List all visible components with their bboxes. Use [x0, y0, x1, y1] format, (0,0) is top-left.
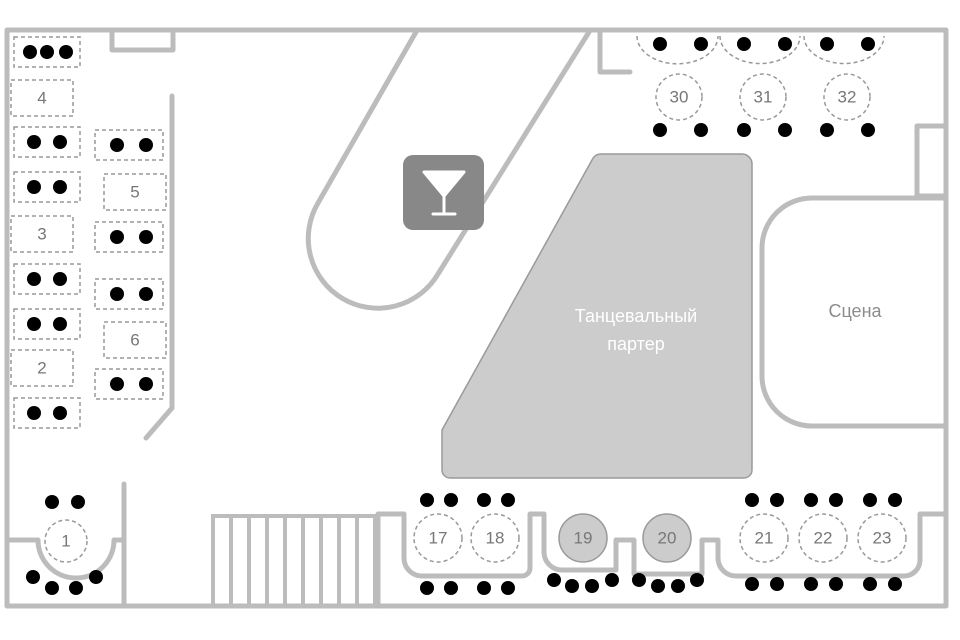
- table-number: 23: [873, 529, 892, 548]
- entrance-nook: [109, 27, 176, 53]
- stage-label: Сцена: [828, 301, 882, 321]
- stage-outline: [759, 195, 949, 429]
- table-seats-top-left[interactable]: [13, 36, 81, 68]
- table-number: 1: [61, 532, 70, 551]
- walls: [4, 27, 949, 609]
- table-number: 19: [574, 529, 593, 548]
- table-31[interactable]: 31: [719, 35, 801, 137]
- table-1[interactable]: 1: [26, 495, 103, 595]
- bar-counter-wall: [305, 29, 592, 311]
- table-3[interactable]: 3: [10, 215, 74, 253]
- table-32[interactable]: 32: [803, 35, 885, 137]
- table-seats[interactable]: [13, 397, 81, 429]
- table-number: 21: [755, 529, 774, 548]
- table-18[interactable]: 18: [470, 493, 520, 595]
- table-seats[interactable]: [94, 129, 164, 161]
- table-seats[interactable]: [94, 278, 164, 310]
- table-number: 20: [658, 529, 677, 548]
- table-number: 2: [37, 359, 46, 378]
- table-number: 18: [486, 529, 505, 548]
- table-seats[interactable]: [13, 308, 81, 340]
- dance-floor-label-line-1: Танцевальный: [575, 306, 697, 326]
- lower-booth-wall: [375, 511, 949, 609]
- upper-corner-wall: [597, 29, 633, 75]
- table-number: 22: [814, 529, 833, 548]
- table-seats[interactable]: [13, 263, 81, 295]
- staircase: [211, 514, 377, 606]
- right-niche-wall: [914, 123, 949, 199]
- table-19[interactable]: 19: [547, 513, 619, 593]
- table-number: 32: [838, 88, 857, 107]
- table-2[interactable]: 2: [10, 349, 74, 387]
- table-number: 3: [37, 225, 46, 244]
- table-number: 6: [130, 331, 139, 350]
- table-23[interactable]: 23: [857, 493, 907, 591]
- table-5[interactable]: 5: [103, 173, 167, 211]
- table-17[interactable]: 17: [413, 493, 463, 595]
- outer-wall: [4, 27, 949, 609]
- dance-floor-label-line-2: партер: [607, 334, 664, 354]
- table-number: 30: [670, 88, 689, 107]
- dance-floor-area[interactable]: [441, 153, 753, 479]
- table-number: 17: [429, 529, 448, 548]
- table-20[interactable]: 20: [632, 513, 704, 593]
- table-30[interactable]: 30: [636, 35, 719, 137]
- table-1-alcove-wall: [7, 537, 127, 581]
- bar-tile[interactable]: [403, 155, 484, 230]
- table-6[interactable]: 6: [103, 321, 167, 359]
- table-seats[interactable]: [13, 126, 81, 158]
- table-seats[interactable]: [13, 171, 81, 203]
- table-seats[interactable]: [94, 368, 164, 400]
- table-number: 4: [37, 89, 46, 108]
- table-4[interactable]: 4: [10, 79, 74, 117]
- cocktail-glass-icon: [422, 170, 466, 216]
- table-number: 5: [130, 183, 139, 202]
- table-22[interactable]: 22: [798, 493, 848, 591]
- table-number: 31: [754, 88, 773, 107]
- table-21[interactable]: 21: [739, 493, 789, 591]
- left-partition-wall: [143, 93, 175, 441]
- table-seats[interactable]: [94, 221, 164, 253]
